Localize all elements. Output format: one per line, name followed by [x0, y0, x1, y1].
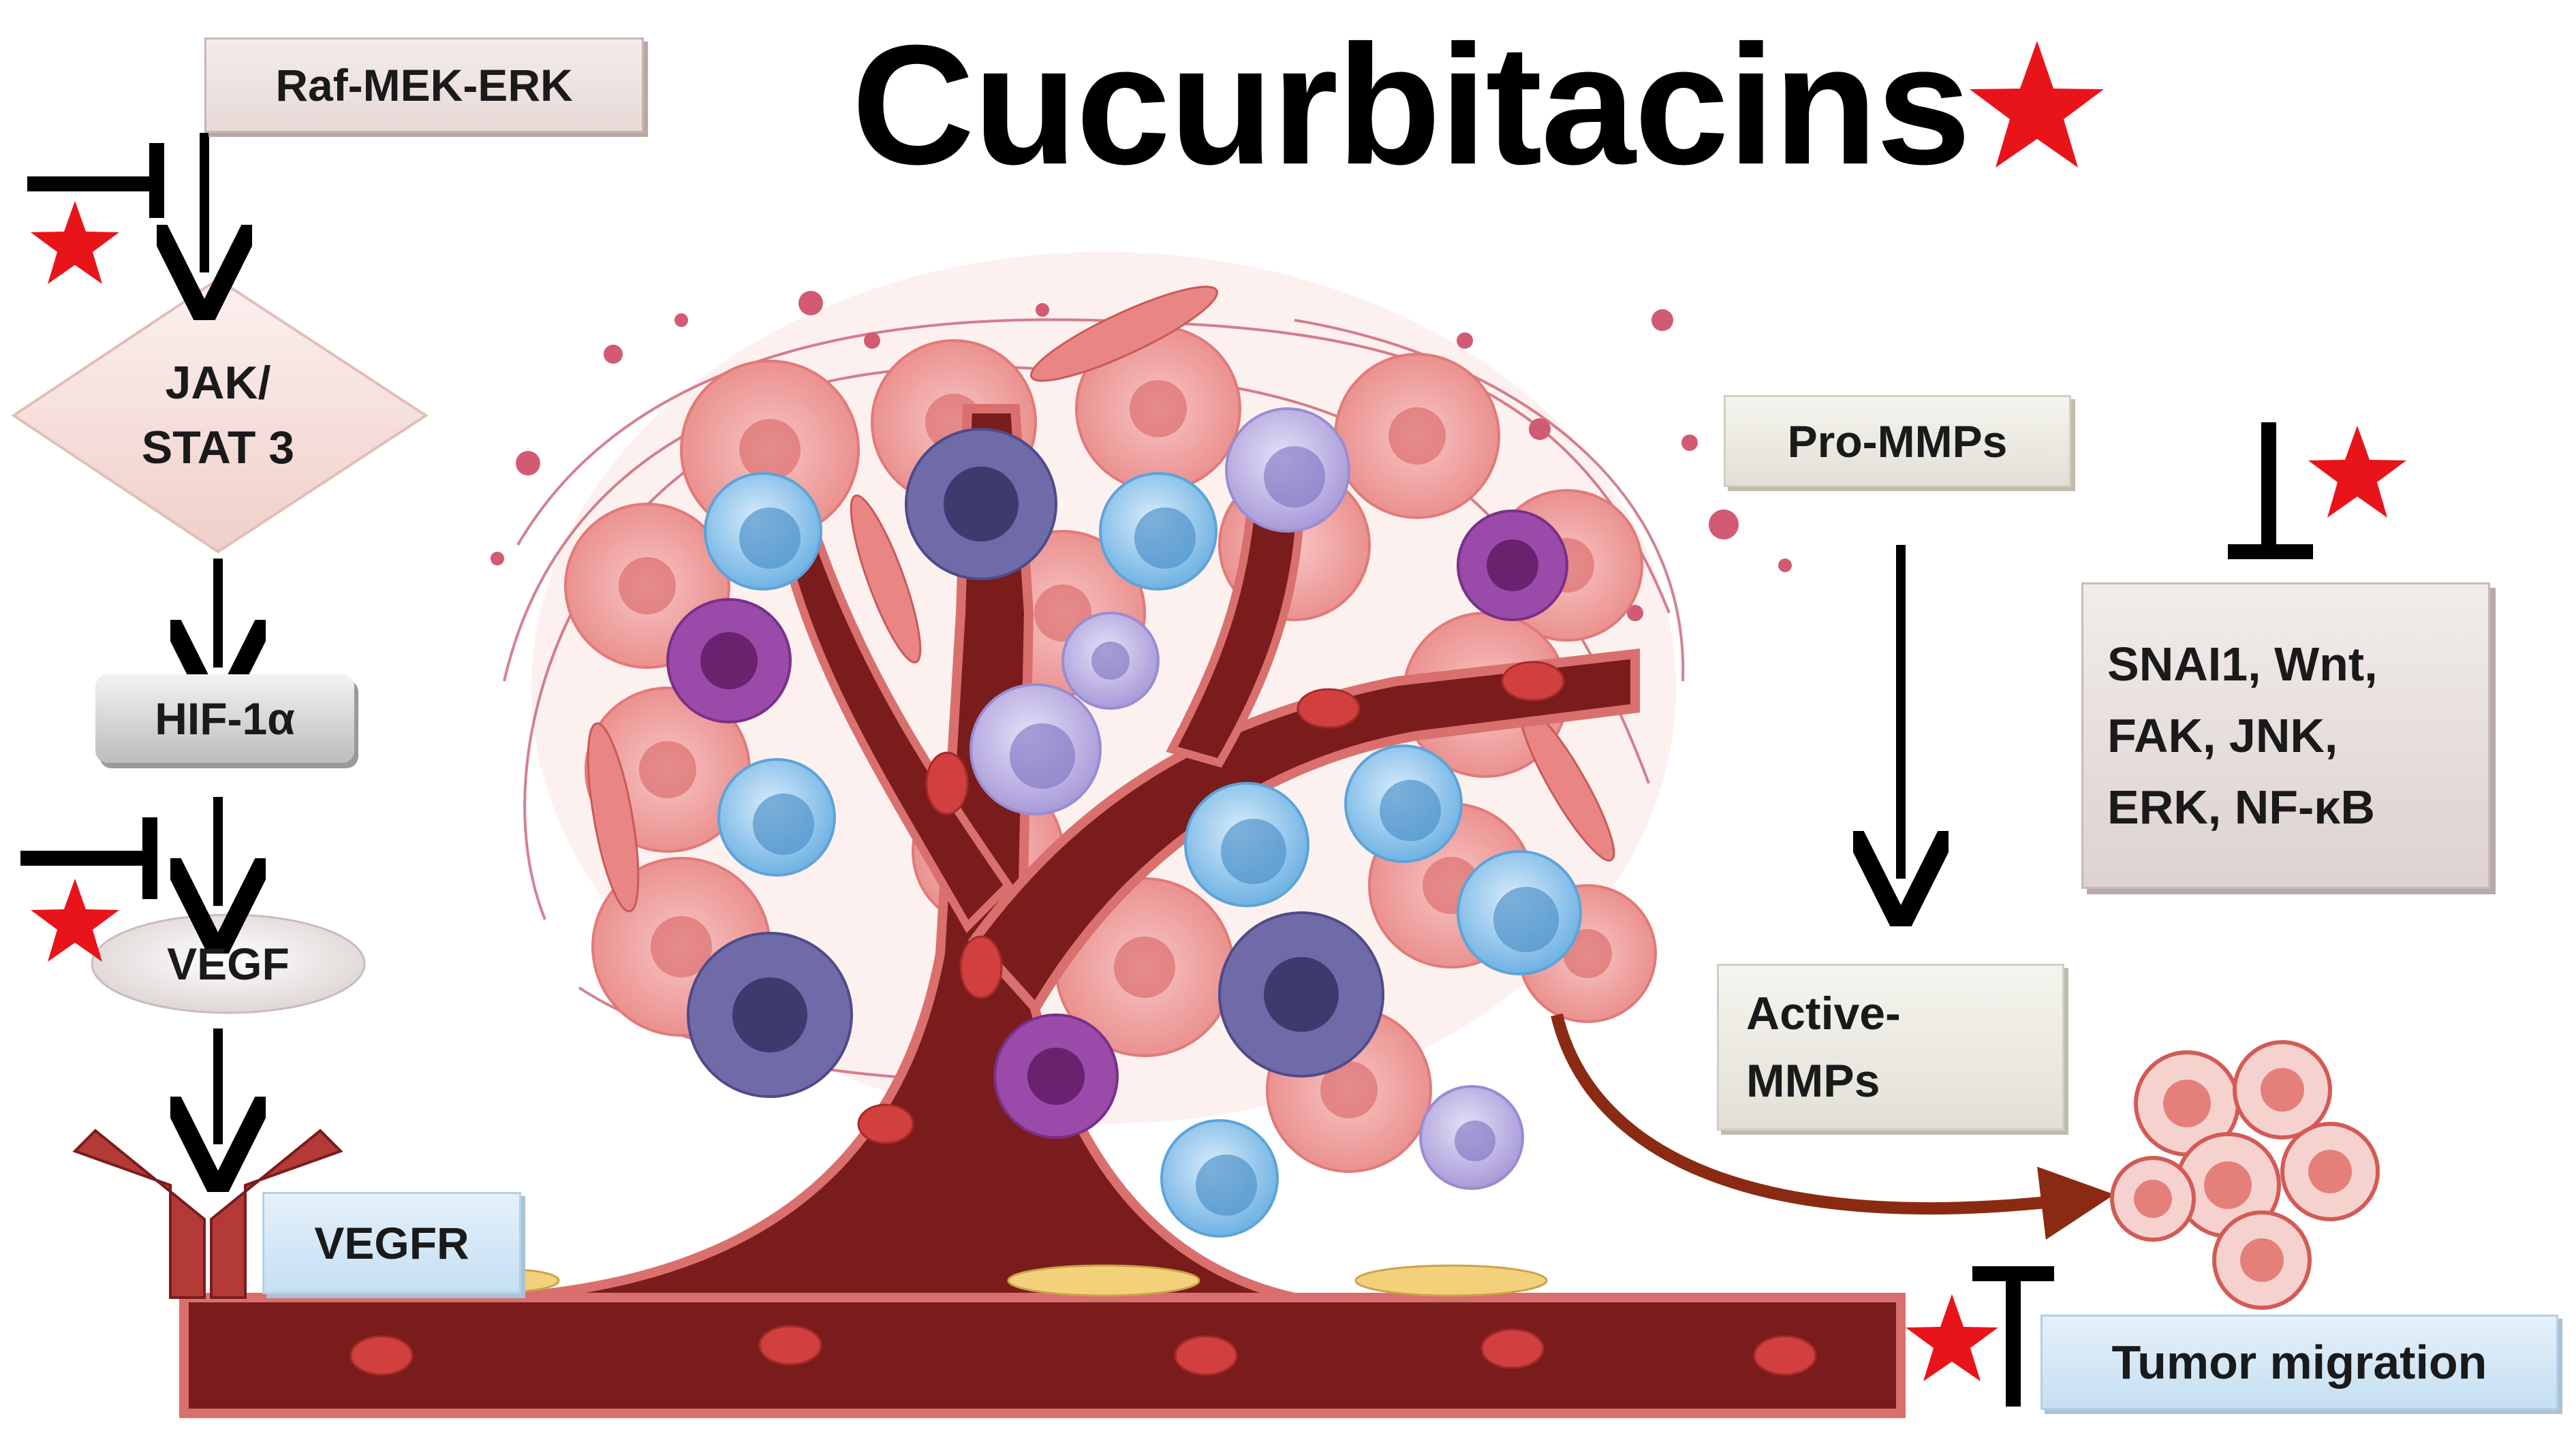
inhibition-bars — [20, 143, 2313, 1407]
tumor-migration-box: Tumor migration — [2040, 1315, 2558, 1410]
jak-stat3-label: JAK/ STAT 3 — [75, 320, 361, 511]
stars — [31, 41, 2406, 1381]
pro-mmps-box: Pro-MMPs — [1724, 395, 2071, 487]
migration-arrow — [1551, 1013, 2115, 1240]
star-icon — [31, 201, 119, 284]
jak-label-line2: STAT 3 — [141, 422, 295, 473]
red-blood-cells — [350, 661, 1817, 1376]
star-icon — [2308, 426, 2406, 518]
star-icon — [31, 879, 119, 962]
fibroblasts — [587, 285, 1615, 913]
migrating-tumor-cells — [2110, 1040, 2380, 1310]
dendritic-cells — [666, 428, 1568, 1139]
signals-line3: ERK, NF-κB — [2107, 780, 2375, 834]
signaling-targets-box: SNAI1, Wnt, FAK, JNK, ERK, NF-κB — [2081, 582, 2490, 889]
active-mmps-line2: MMPs — [1746, 1054, 1880, 1107]
matrix-dots — [491, 291, 1792, 621]
signals-line2: FAK, JNK, — [2107, 708, 2338, 762]
jak-label-line1: JAK/ — [165, 356, 271, 409]
vegf-receptor-icon — [72, 1129, 343, 1299]
active-mmps-line1: Active- — [1746, 987, 1901, 1039]
tumor-microenvironment — [179, 252, 1906, 1418]
star-icon — [1970, 41, 2104, 168]
lymphocytes — [704, 407, 1582, 1238]
signals-line1: SNAI1, Wnt, — [2107, 637, 2378, 691]
hif-1a-box: HIF-1α — [95, 674, 354, 763]
pathway-arrows — [204, 133, 1901, 1144]
vegfr-box: VEGFR — [262, 1192, 521, 1294]
raf-mek-erk-box: Raf-MEK-ERK — [204, 37, 644, 133]
diagram-title: Cucurbitacins — [852, 10, 1971, 200]
jak-stat-diamond — [11, 277, 429, 554]
vegf-label: VEGF — [167, 939, 290, 989]
active-mmps-box: Active- MMPs — [1717, 964, 2064, 1131]
star-icon — [1906, 1294, 1998, 1381]
